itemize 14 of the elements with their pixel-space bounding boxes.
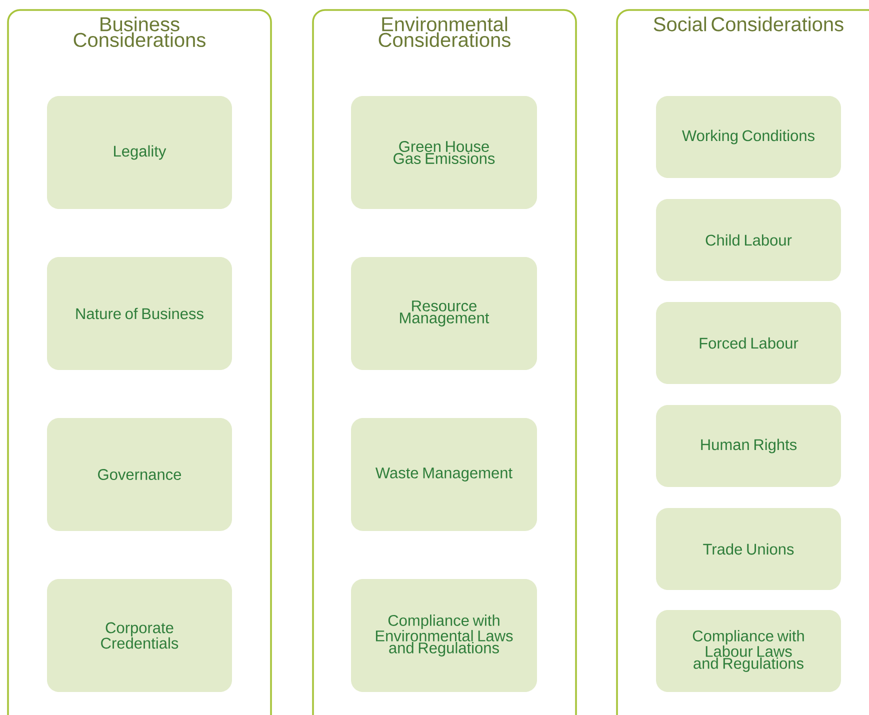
item-box: Nature of Business (47, 257, 232, 370)
item-box: Child Labour (656, 199, 841, 281)
item-box: Compliance with Labour Laws and Regulations (656, 610, 841, 692)
item-box: Compliance with Environmental Laws and Regulations (351, 579, 537, 692)
item-box: Waste Management (351, 418, 537, 531)
item-box: Legality (47, 96, 232, 209)
item-box: Corporate Credentials (47, 579, 232, 692)
item-box: Green House Gas Emissions (351, 96, 537, 209)
item-box: Trade Unions (656, 508, 841, 590)
item-box: Working Conditions (656, 96, 841, 178)
item-box: Governance (47, 418, 232, 531)
item-box: Forced Labour (656, 302, 841, 384)
item-box: Resource Management (351, 257, 537, 370)
item-box: Human Rights (656, 405, 841, 487)
